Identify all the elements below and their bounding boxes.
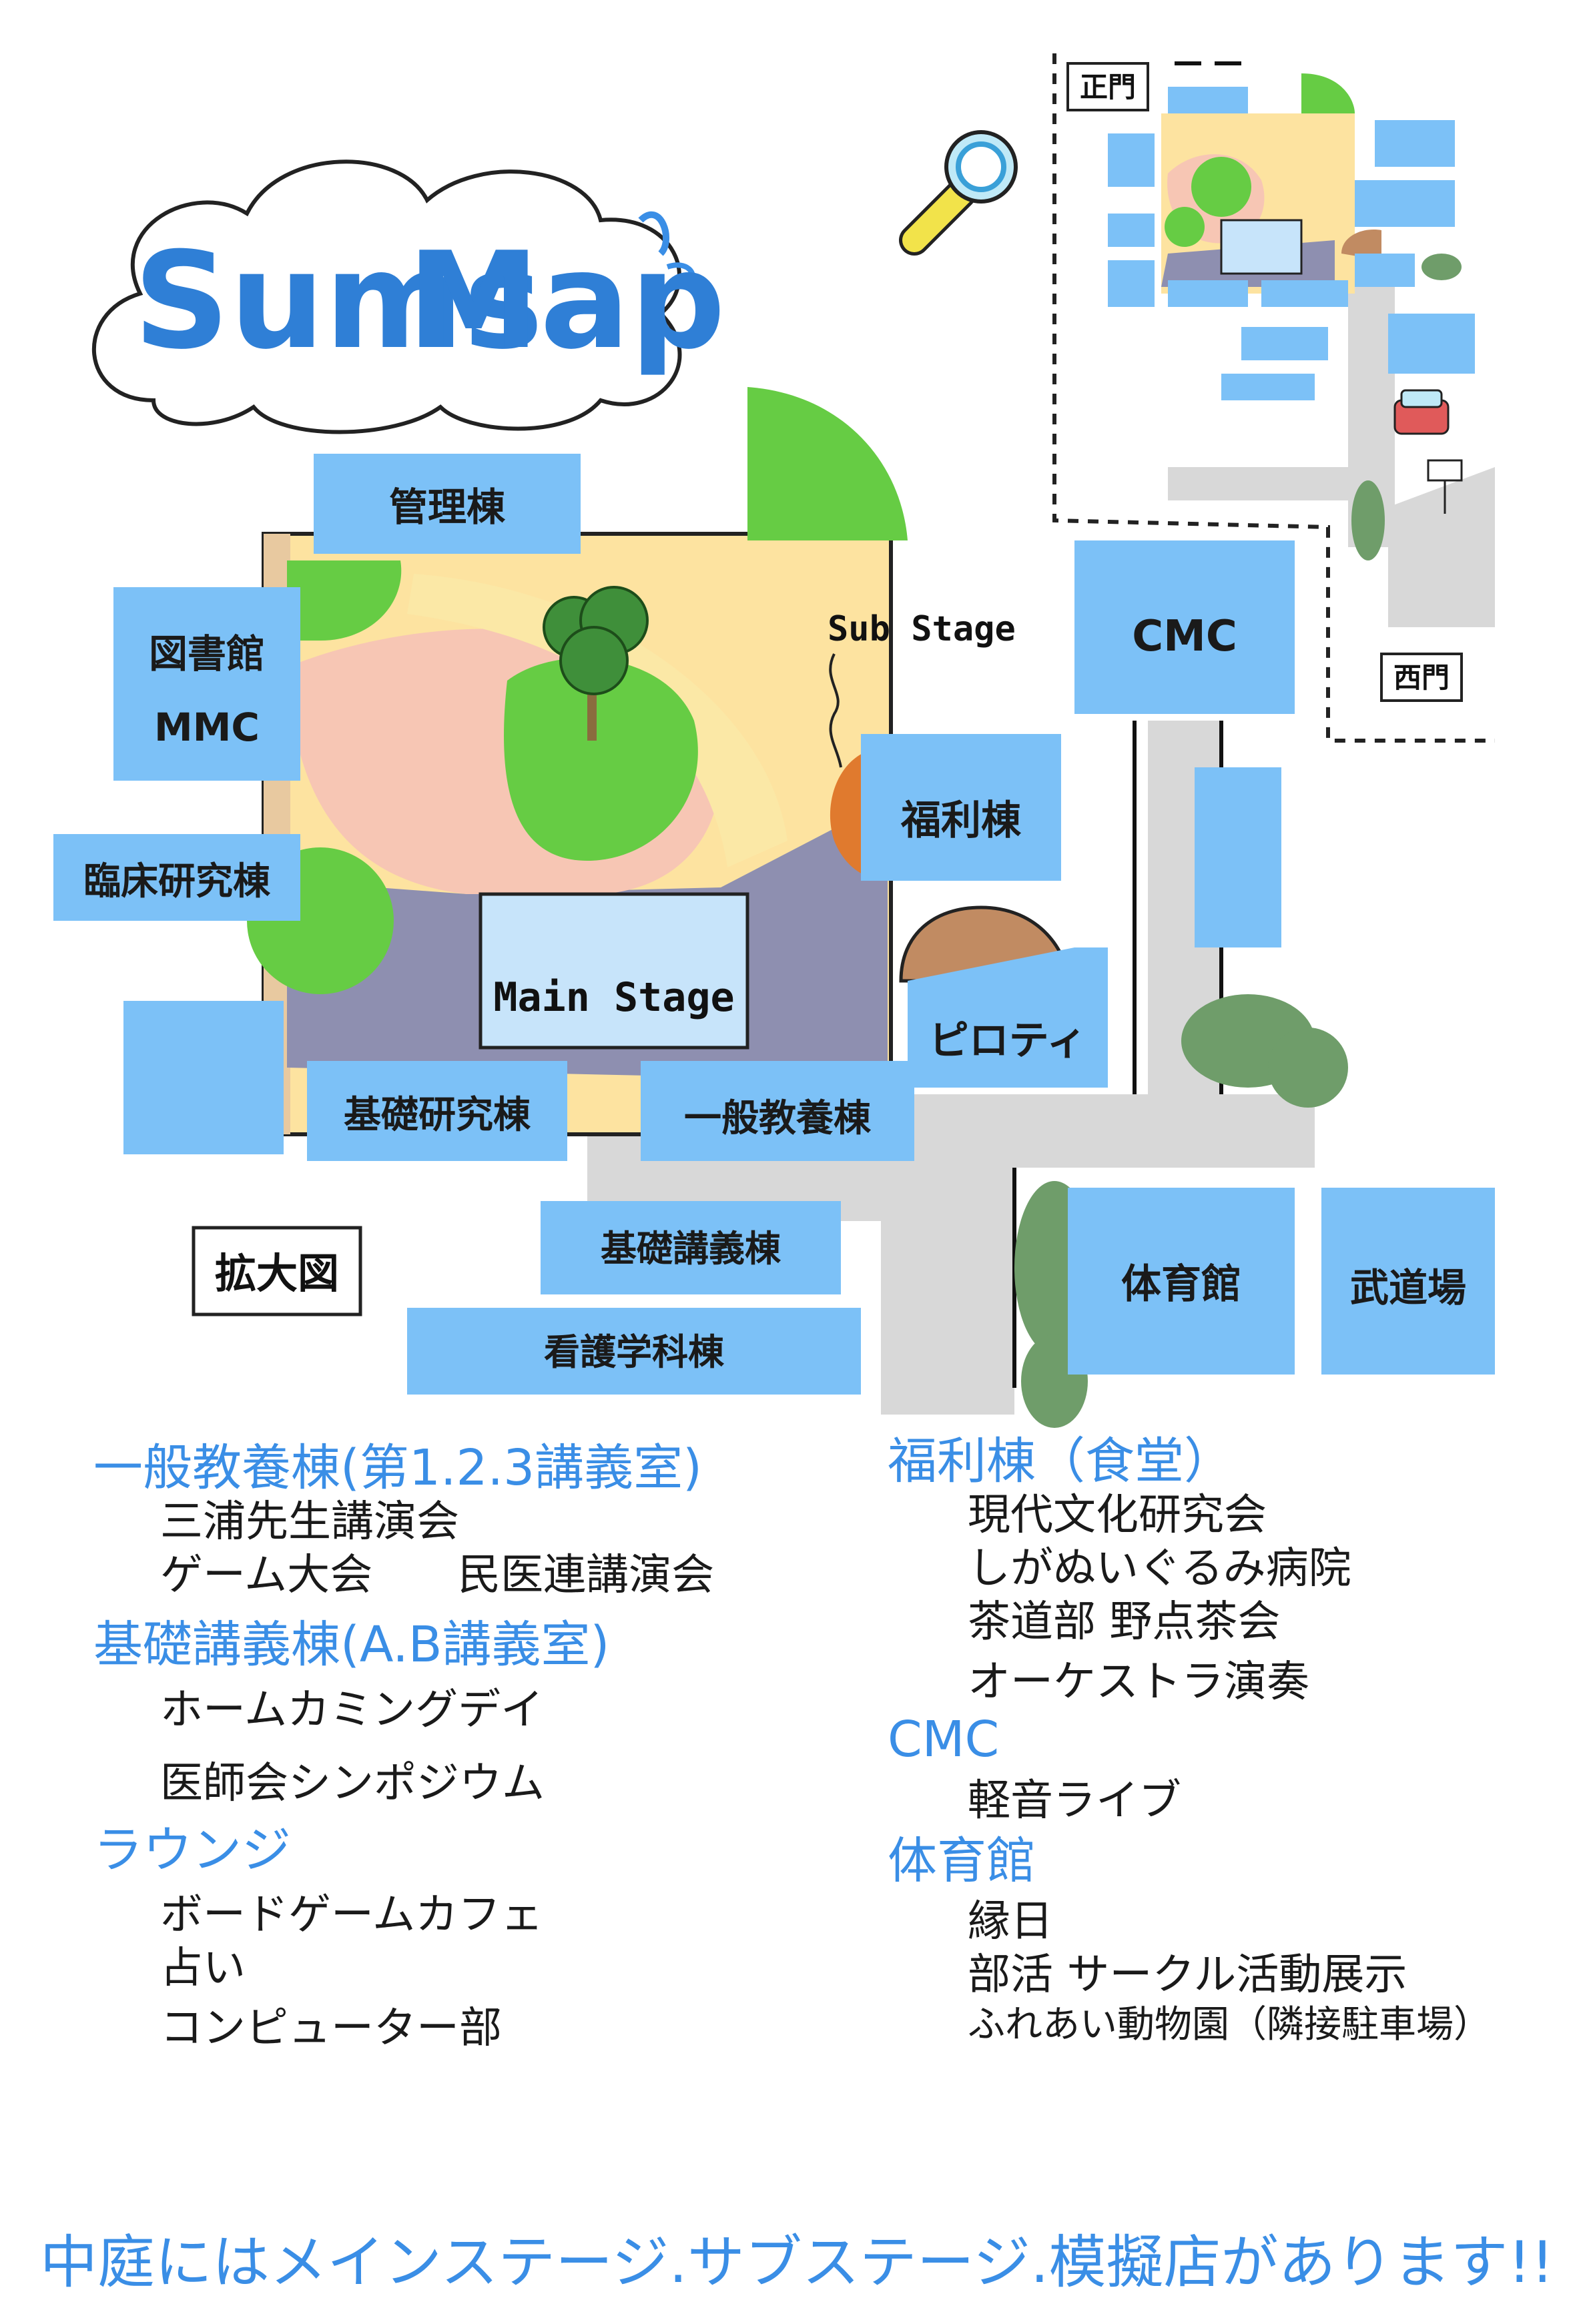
legend-item: ホームカミングデイ	[160, 1685, 544, 1735]
footer-note: 中庭にはメインステージ.サブステージ.模擬店があります!!	[40, 2229, 1554, 2296]
building-kiso-kogi[interactable]: 基礎講義棟	[541, 1201, 841, 1294]
legend-item: 縁日	[968, 1897, 1053, 1947]
legend-item: しがぬいぐるみ病院	[968, 1544, 1351, 1594]
inset-map: 正門 西門	[1052, 53, 1495, 743]
legend-item: ボードゲームカフェ	[160, 1890, 544, 1940]
legend-item: 医師会シンポジウム	[160, 1758, 545, 1808]
building-ippan[interactable]: 一般教養棟	[641, 1061, 914, 1161]
svg-text:ピロティ: ピロティ	[929, 1018, 1086, 1064]
legend-item: 占い	[160, 1944, 246, 1994]
legend-item: オーケストラ演奏	[968, 1657, 1309, 1707]
building-kango[interactable]: 看護学科棟	[407, 1308, 861, 1395]
svg-text:臨床研究棟: 臨床研究棟	[83, 860, 271, 903]
svg-text:CMC: CMC	[1132, 612, 1237, 661]
svg-text:基礎研究棟: 基礎研究棟	[344, 1094, 531, 1137]
svg-text:MMC: MMC	[154, 705, 260, 750]
courtyard	[247, 532, 1070, 1136]
building-piloti[interactable]: ピロティ	[908, 947, 1108, 1088]
legend-item: 茶道部 野点茶会	[968, 1597, 1281, 1647]
legend-item: コンピューター部	[160, 2004, 502, 2054]
legend-item: 三浦先生講演会	[160, 1497, 459, 1547]
title-cloud: Sums Map	[91, 159, 725, 434]
building-unnamed-sw	[123, 1001, 284, 1154]
building-unnamed-east	[1195, 767, 1281, 947]
building-rinsho[interactable]: 臨床研究棟	[53, 834, 300, 921]
map-title-map: Map	[407, 224, 725, 379]
building-toshokan[interactable]: 図書館 MMC	[113, 587, 300, 781]
legend-heading-kiso-kogi[interactable]: 基礎講義棟(A.B講義室)	[93, 1616, 610, 1674]
svg-text:福利棟: 福利棟	[900, 797, 1022, 844]
magnifier-icon	[899, 130, 1018, 256]
svg-text:Main Stage: Main Stage	[493, 974, 734, 1021]
svg-text:一般教養棟: 一般教養棟	[684, 1097, 872, 1140]
svg-text:図書館: 図書館	[149, 631, 265, 677]
building-kanri[interactable]: 管理棟	[314, 454, 581, 554]
svg-text:拡大図: 拡大図	[215, 1249, 339, 1298]
legend-item: 軽音ライブ	[968, 1776, 1181, 1826]
svg-text:基礎講義棟: 基礎講義棟	[601, 1228, 781, 1270]
inset-west-gate: 西門	[1393, 661, 1450, 694]
buildings: 管理棟 図書館 MMC 臨床研究棟 基礎研究棟 一般教養棟 基礎講義棟 看護学科…	[53, 454, 1495, 1395]
legend-item: 部活 サークル活動展示	[968, 1950, 1407, 2000]
legend-item: ふれあい動物園（隣接駐車場）	[968, 2003, 1491, 2047]
sub-stage-label: Sub Stage	[828, 609, 1016, 768]
zoom-label: 拡大図	[192, 1226, 362, 1316]
building-taiiku[interactable]: 体育館	[1068, 1188, 1295, 1375]
svg-text:体育館: 体育館	[1121, 1261, 1241, 1308]
building-cmc[interactable]: CMC	[1074, 540, 1295, 714]
building-kiso-kenkyu[interactable]: 基礎研究棟	[307, 1061, 567, 1161]
building-fukuri[interactable]: 福利棟	[861, 734, 1061, 881]
legend-heading-taiiku[interactable]: 体育館	[888, 1832, 1036, 1890]
svg-text:管理棟: 管理棟	[389, 484, 506, 530]
inset-main-gate: 正門	[1080, 71, 1136, 103]
legend-item: ゲーム大会 民医連講演会	[160, 1551, 715, 1601]
legend-heading-ippan[interactable]: 一般教養棟(第1.2.3講義室)	[93, 1439, 703, 1497]
svg-text:武道場: 武道場	[1350, 1265, 1466, 1310]
legend-right: 福利棟（食堂） 現代文化研究会 しがぬいぐるみ病院 茶道部 野点茶会 オーケスト…	[888, 1433, 1555, 2048]
legend-heading-fukuri[interactable]: 福利棟（食堂）	[888, 1433, 1233, 1490]
svg-text:看護学科棟: 看護学科棟	[544, 1331, 725, 1373]
building-budo[interactable]: 武道場	[1321, 1188, 1495, 1375]
lawn-top	[747, 387, 908, 540]
map-title-sums: Sums	[133, 224, 543, 379]
legend-heading-cmc[interactable]: CMC	[888, 1711, 1000, 1769]
legend-item: 現代文化研究会	[968, 1491, 1267, 1541]
svg-text:Sub Stage: Sub Stage	[828, 609, 1016, 649]
car-icon	[1393, 389, 1450, 435]
main-stage[interactable]: Main Stage	[479, 892, 749, 1050]
tree-icon	[543, 586, 649, 741]
legend-left: 一般教養棟(第1.2.3講義室) 三浦先生講演会 ゲーム大会 民医連講演会 基礎…	[93, 1441, 828, 2055]
legend-heading-lounge[interactable]: ラウンジ	[93, 1821, 291, 1879]
